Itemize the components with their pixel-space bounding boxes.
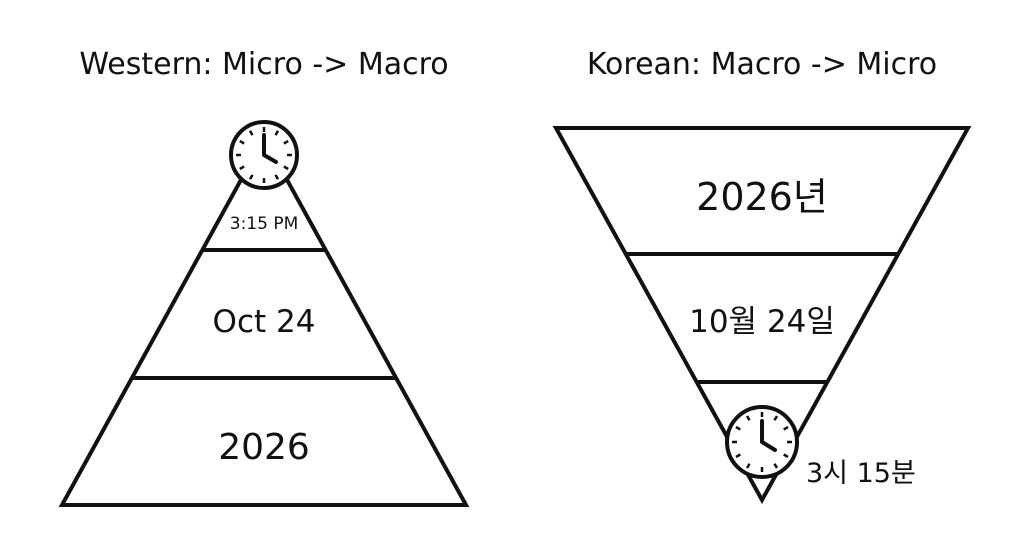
western-title: Western: Micro -> Macro [79,47,448,82]
korean-panel: Korean: Macro -> Micro 2026년 10월 24일 3시 … [552,47,972,505]
western-level-date: Oct 24 [213,304,316,340]
korean-level-year: 2026년 [696,175,828,219]
korean-level-date: 10월 24일 [689,304,835,340]
western-panel: Western: Micro -> Macro 3:15 PM Oct 24 2… [58,47,470,507]
korean-title: Korean: Macro -> Micro [587,47,937,82]
korean-pyramid [552,126,972,505]
western-pyramid [58,133,470,507]
korean-level-time: 3시 15분 [806,458,916,489]
western-level-year: 2026 [218,427,310,468]
clock-icon [229,120,299,190]
clock-icon [725,405,799,479]
western-level-time: 3:15 PM [230,214,299,234]
